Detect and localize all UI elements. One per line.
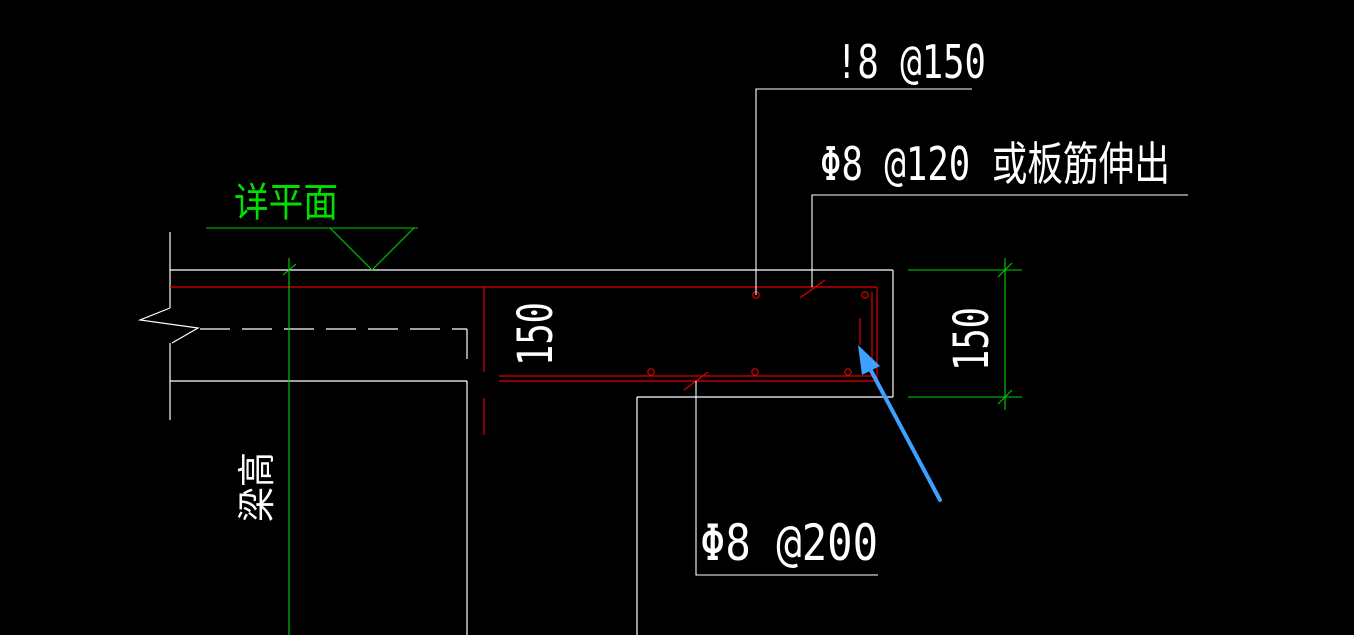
concrete-outline — [137, 232, 894, 635]
leader-tick — [799, 279, 826, 299]
leader-lines — [695, 88, 1188, 576]
rebar-dot — [647, 368, 655, 376]
inner-thickness-dim: 150 — [508, 302, 564, 366]
outer-thickness-dim: 150 — [944, 307, 1000, 371]
level-marker-triangle — [329, 227, 415, 271]
dim-tick-top — [997, 262, 1013, 278]
top-callout-leader — [755, 88, 972, 295]
arrow-pointer-icon — [858, 345, 942, 502]
top-bar-callout: !8 @150 — [836, 35, 986, 89]
dim-tick-bottom — [997, 389, 1013, 405]
break-line-zigzag — [137, 307, 200, 344]
level-note: 详平面 — [234, 180, 338, 226]
distribution-bar-callout: Φ8 @120 或板筋伸出 — [820, 137, 1170, 191]
beam-height-note: 梁高 — [235, 452, 279, 522]
bottom-callout-leader — [695, 381, 878, 576]
distribution-callout-leader — [811, 194, 1188, 287]
rebar-dot — [751, 368, 759, 376]
hidden-lines — [200, 328, 468, 370]
rebar-dot — [844, 368, 852, 376]
axis-tick — [282, 263, 297, 276]
bottom-bar-callout: Φ8 @200 — [700, 514, 878, 572]
rebar-dot — [861, 291, 869, 299]
axis-dimensions — [206, 227, 1022, 635]
